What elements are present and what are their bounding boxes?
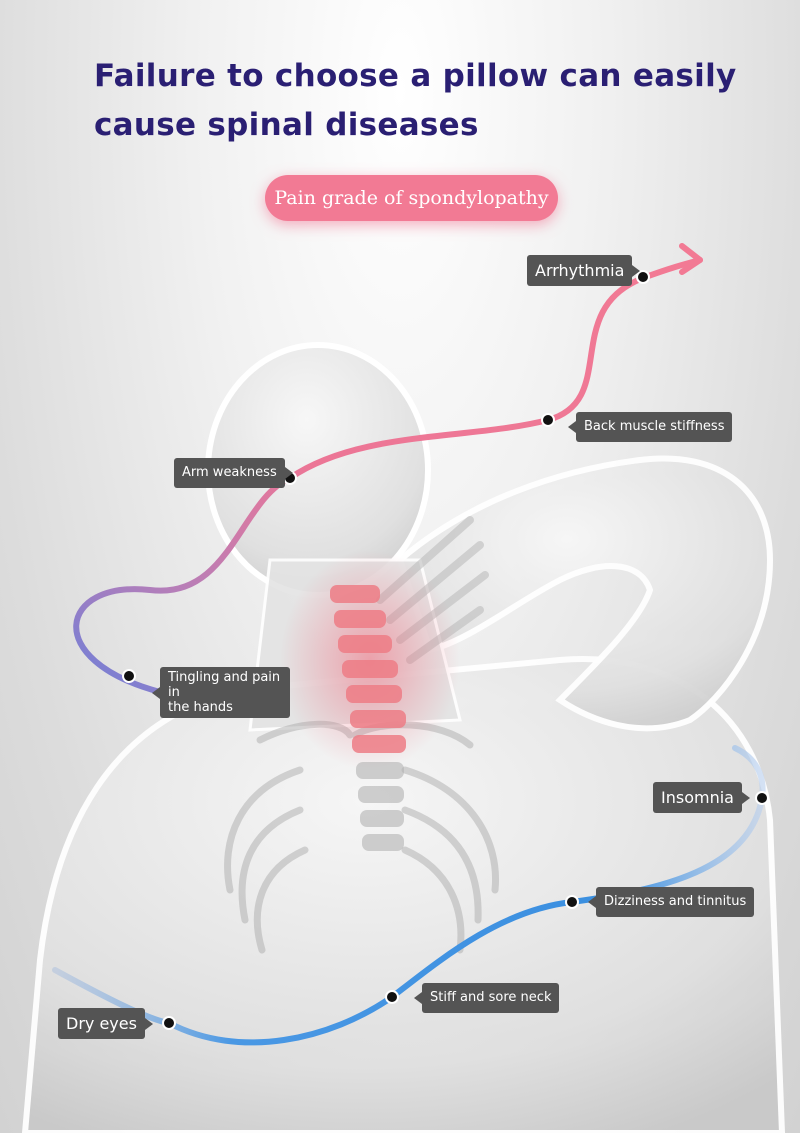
- marker-dot-dizziness: [565, 895, 579, 909]
- symptom-label-back-muscle-stiffness: Back muscle stiffness: [567, 412, 733, 442]
- headline-line-1: Failure to choose a pillow can easily: [94, 58, 737, 94]
- symptom-label-arrhythmia: Arrhythmia: [527, 255, 641, 286]
- symptom-label-dry-eyes: Dry eyes: [58, 1008, 153, 1039]
- pain-progression-curve: [73, 257, 703, 695]
- symptom-label-stiff-sore-neck: Stiff and sore neck: [413, 983, 560, 1013]
- marker-dot-tingling: [122, 669, 136, 683]
- tingling-line-2: the hands: [168, 700, 233, 715]
- tingling-line-1: Tingling and pain in: [168, 670, 281, 700]
- pain-grade-badge: Pain grade of spondylopathy: [265, 175, 558, 221]
- marker-dot-insomnia: [755, 791, 769, 805]
- marker-dot-stiff-neck: [385, 990, 399, 1004]
- raised-arm-silhouette: [396, 455, 774, 732]
- headline-line-2: cause spinal diseases: [94, 107, 479, 143]
- symptom-label-dizziness-tinnitus: Dizziness and tinnitus: [587, 887, 755, 917]
- symptom-label-insomnia: Insomnia: [653, 782, 750, 813]
- symptom-label-tingling: Tingling and pain in the hands: [152, 667, 290, 718]
- headline: Failure to choose a pillow can easily ca…: [94, 52, 774, 150]
- symptom-label-arm-weakness: Arm weakness: [174, 458, 293, 488]
- cervical-spine: [330, 585, 406, 753]
- curve-arrowhead: [679, 243, 703, 275]
- thoracic-spine: [356, 762, 404, 851]
- marker-dot-back-muscle-stiffness: [541, 413, 555, 427]
- marker-dot-dry-eyes: [162, 1016, 176, 1030]
